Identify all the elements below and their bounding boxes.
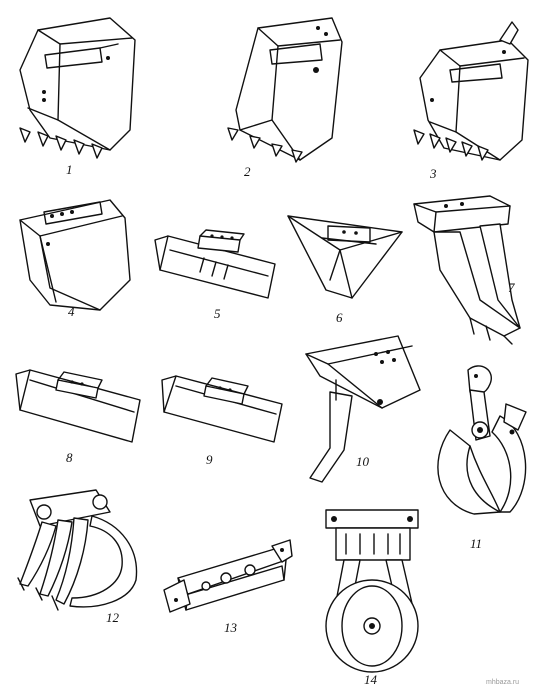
compaction-wheel-icon [325,509,419,673]
item-label-11: 11 [470,536,482,551]
bucket-with-teeth-icon [19,17,136,159]
watermark: mhbaza.ru [486,679,519,686]
item-label-12: 12 [106,610,120,625]
item-label-13: 13 [224,620,238,635]
blade-icon [161,375,283,443]
boom-extension-icon [163,539,293,613]
item-label-9: 9 [206,452,213,467]
ripper-tooth-icon [413,195,521,345]
smooth-bucket-icon [19,199,131,311]
item-label-5: 5 [214,306,221,321]
item-label-14: 14 [364,672,378,687]
ripper-bucket-icon [413,21,529,161]
trapezoid-bucket-icon [287,215,403,299]
planing-bucket-icon [154,229,276,299]
item-label-6: 6 [336,310,343,325]
item-label-3: 3 [429,166,437,181]
item-label-10: 10 [356,454,370,469]
grapple-icon [17,489,138,611]
narrow-bucket-icon [227,17,343,163]
item-label-1: 1 [66,162,73,177]
single-shank-ripper-icon [305,335,421,483]
item-label-2: 2 [244,164,251,179]
item-label-8: 8 [66,450,73,465]
blade-icon [15,369,141,443]
item-label-4: 4 [68,304,75,319]
clamshell-grab-icon [437,365,527,515]
item-label-7: 7 [508,280,515,295]
